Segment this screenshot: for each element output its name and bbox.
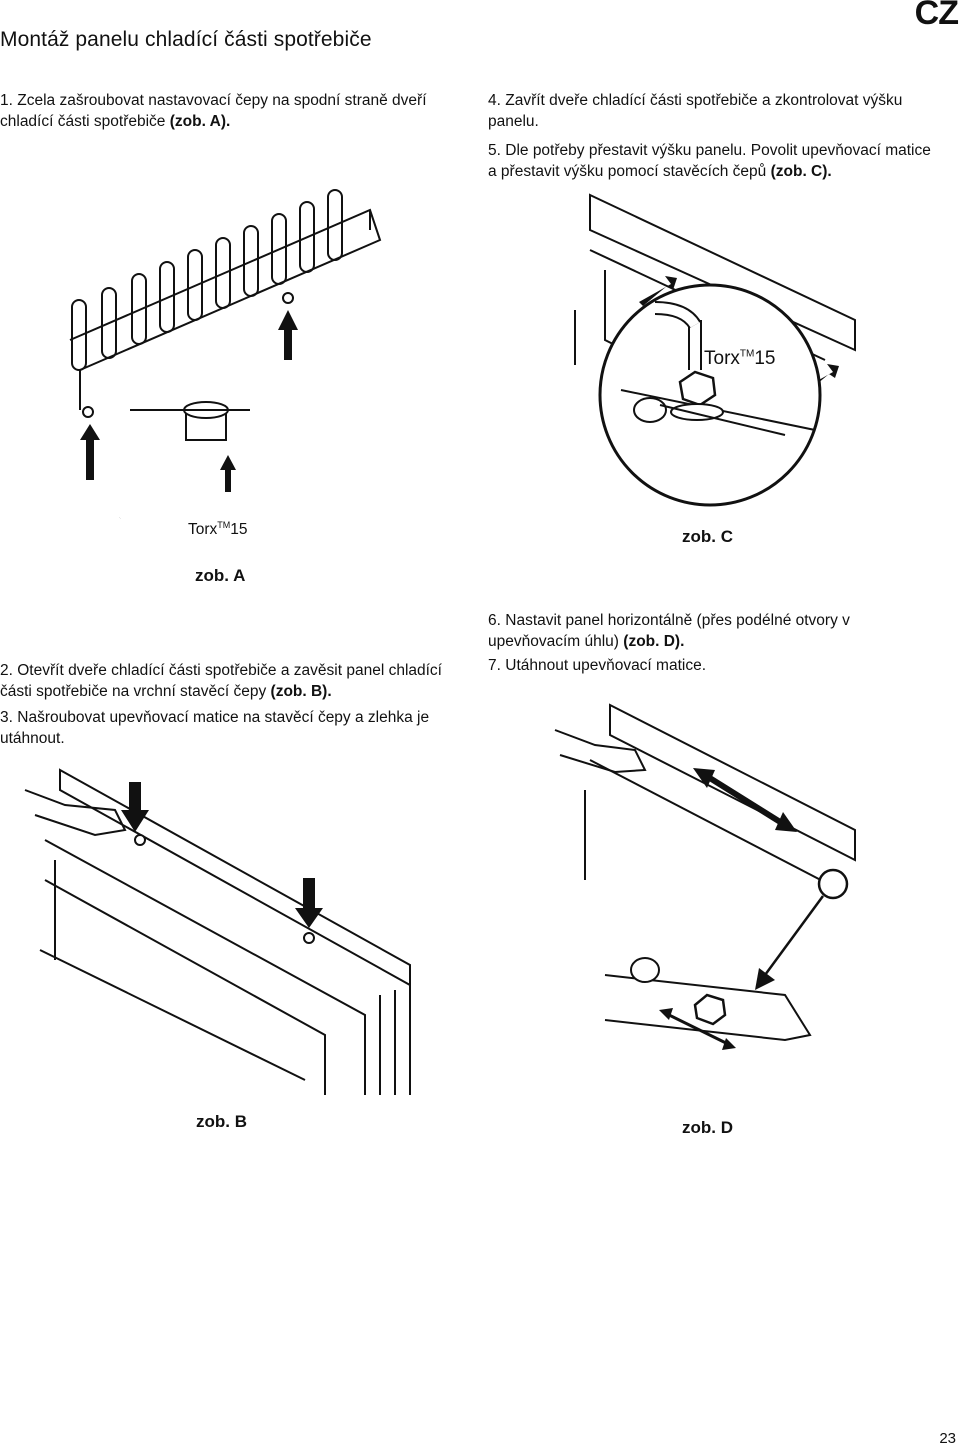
step-number: 3. bbox=[0, 709, 13, 726]
step-ref: (zob. A). bbox=[169, 113, 231, 130]
step-text: Zavřít dveře chladící části spotřebiče a… bbox=[488, 92, 903, 130]
step-3: 3. Našroubovat upevňovací matice na stav… bbox=[0, 707, 450, 749]
step-text: Dle potřeby přestavit výšku panelu. Povo… bbox=[488, 142, 931, 180]
step-number: 5. bbox=[488, 142, 501, 159]
step-text: Otevřít dveře chladící části spotřebiče … bbox=[0, 662, 442, 700]
language-code: CZ bbox=[914, 0, 959, 32]
step-text: Našroubovat upevňovací matice na stavěcí… bbox=[0, 709, 430, 747]
step-7: 7. Utáhnout upevňovací matice. bbox=[488, 655, 938, 676]
figure-a-tool-label: TorxTM15 bbox=[188, 520, 248, 539]
figure-a-illustration bbox=[69, 189, 382, 522]
step-6: 6. Nastavit panel horizontálně (přes pod… bbox=[488, 610, 938, 652]
step-ref: (zob. B). bbox=[270, 683, 332, 700]
step-text: Utáhnout upevňovací matice. bbox=[505, 657, 707, 674]
step-4: 4. Zavřít dveře chladící části spotřebič… bbox=[488, 90, 943, 132]
step-ref: (zob. D). bbox=[623, 633, 685, 650]
figure-b-caption: zob. B bbox=[196, 1112, 248, 1131]
step-number: 6. bbox=[488, 612, 501, 629]
step-1: 1. Zcela zašroubovat nastavovací čepy na… bbox=[0, 90, 450, 132]
page-number: 23 bbox=[939, 1430, 956, 1447]
figure-d-illustration bbox=[554, 703, 856, 1050]
step-text: Nastavit panel horizontálně (přes podéln… bbox=[488, 612, 850, 650]
step-number: 7. bbox=[488, 657, 501, 674]
figure-c-illustration bbox=[574, 193, 856, 507]
figure-b-illustration bbox=[24, 768, 411, 1095]
figure-a-caption: zob. A bbox=[195, 566, 246, 585]
step-number: 4. bbox=[488, 92, 501, 109]
step-2: 2. Otevřít dveře chladící části spotřebi… bbox=[0, 660, 450, 702]
step-number: 1. bbox=[0, 92, 13, 109]
step-5: 5. Dle potřeby přestavit výšku panelu. P… bbox=[488, 140, 943, 182]
figure-c-caption: zob. C bbox=[682, 527, 734, 546]
step-number: 2. bbox=[0, 662, 13, 679]
figure-c-tool-label: TorxTM15 bbox=[704, 348, 776, 369]
step-ref: (zob. C). bbox=[770, 163, 832, 180]
step-text: Zcela zašroubovat nastavovací čepy na sp… bbox=[0, 92, 427, 130]
figure-d-caption: zob. D bbox=[682, 1118, 734, 1137]
page-title: Montáž panelu chladící části spotřebiče bbox=[0, 28, 372, 51]
